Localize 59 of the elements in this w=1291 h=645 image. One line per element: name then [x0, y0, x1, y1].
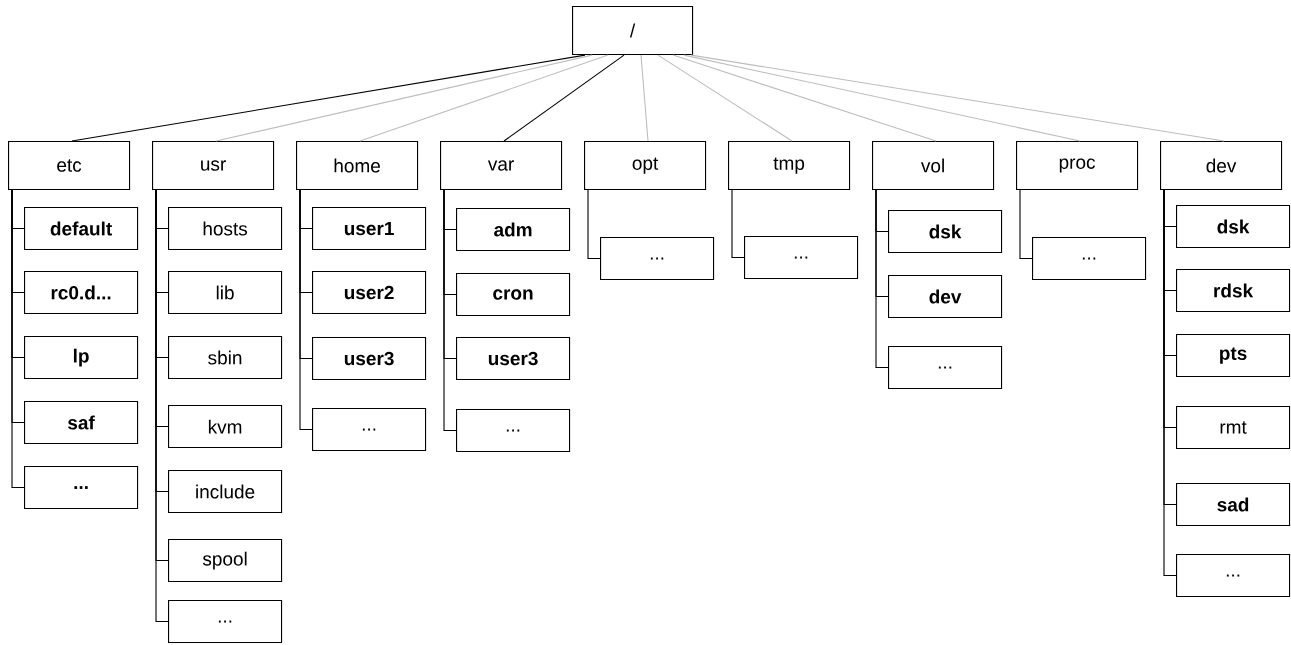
subfolder-box: sad: [1176, 483, 1291, 527]
tree-line: [731, 189, 745, 259]
tree-line: [587, 189, 601, 260]
subfolder-box: lp: [24, 336, 139, 380]
folder-box: dev: [1160, 141, 1283, 191]
subfolder-box: dsk: [888, 210, 1003, 254]
folder-box: home: [296, 141, 419, 191]
subfolder-box: ...: [600, 237, 715, 281]
subfolder-box: ...: [24, 466, 139, 510]
branch-line: [640, 54, 649, 142]
subfolder-box: rdsk: [1176, 269, 1291, 313]
subfolder-box: ...: [168, 600, 283, 644]
subfolder-box: saf: [24, 401, 139, 445]
branch-line: [71, 54, 586, 142]
branch-line: [215, 54, 593, 142]
subfolder-box: user2: [312, 271, 427, 315]
folder-box: vol: [872, 141, 995, 191]
tree-line: [1163, 189, 1177, 577]
root-folder-box: /: [572, 6, 694, 56]
folder-box: etc: [8, 141, 131, 191]
subfolder-box: kvm: [168, 405, 283, 449]
tree-line: [11, 189, 25, 489]
subfolder-box: lib: [168, 271, 283, 315]
subfolder-box: dsk: [1176, 205, 1291, 249]
tree-line: [875, 189, 889, 369]
subfolder-box: default: [24, 207, 139, 251]
subfolder-box: rmt: [1176, 406, 1291, 450]
branch-line: [657, 54, 793, 142]
branch-line: [359, 54, 609, 142]
folder-box: usr: [152, 141, 275, 191]
subfolder-box: rc0.d...: [24, 271, 139, 315]
subfolder-box: ...: [744, 236, 859, 280]
subfolder-box: sbin: [168, 336, 283, 380]
subfolder-box: pts: [1176, 334, 1291, 378]
folder-box: proc: [1016, 141, 1139, 191]
subfolder-box: ...: [888, 346, 1003, 390]
subfolder-box: ...: [456, 409, 571, 453]
subfolder-box: hosts: [168, 207, 283, 251]
folder-box: tmp: [728, 141, 851, 191]
tree-line: [299, 189, 313, 431]
tree-line: [1019, 189, 1033, 260]
subfolder-box: spool: [168, 539, 283, 583]
subfolder-box: ...: [1176, 554, 1291, 598]
subfolder-box: adm: [456, 208, 571, 252]
folder-box: opt: [584, 141, 707, 191]
tree-line: [443, 189, 457, 432]
subfolder-box: user1: [312, 207, 427, 251]
folder-box: var: [440, 141, 563, 191]
branch-line: [683, 54, 1081, 142]
subfolder-box: user3: [312, 337, 427, 381]
subfolder-box: dev: [888, 275, 1003, 319]
subfolder-box: ...: [1032, 237, 1147, 281]
branch-line: [690, 54, 1225, 142]
branch-line: [672, 54, 937, 142]
subfolder-box: include: [168, 470, 283, 514]
branch-line: [503, 54, 625, 142]
subfolder-box: cron: [456, 273, 571, 317]
subfolder-box: ...: [312, 408, 427, 452]
subfolder-box: user3: [456, 337, 571, 381]
